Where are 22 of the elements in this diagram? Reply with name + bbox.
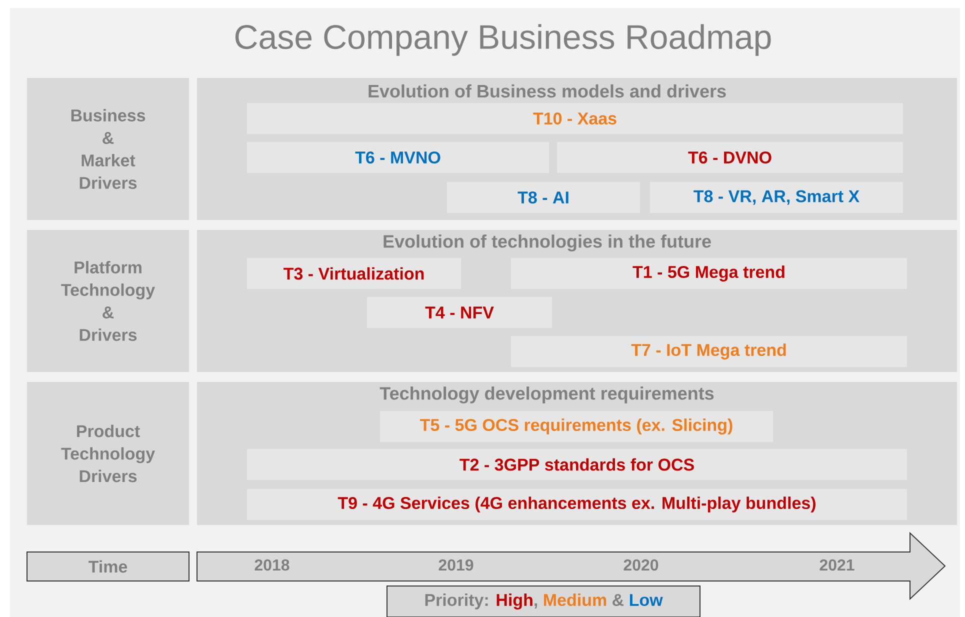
- topic-bar: T8 - AI: [447, 182, 640, 213]
- time-box: Time: [26, 551, 190, 582]
- topic-bar: T1 - 5G Mega trend: [511, 258, 907, 289]
- topic-bar: T2 - 3GPP standards for OCS: [247, 448, 907, 480]
- topic-bar: T3 - Virtualization: [247, 258, 461, 289]
- title: Case Company Business Roadmap: [235, 24, 771, 56]
- topic-bar: T10 - Xaas: [247, 103, 903, 134]
- year-label: 2019: [438, 559, 474, 571]
- priority-legend: Priority: High, Medium & Low: [386, 585, 700, 617]
- topic-bar: T9 - 4G Services (4G enhancements ex. Multi-play bundles): [247, 488, 907, 520]
- row-label-box: Business & Market Drivers: [27, 78, 189, 220]
- topic-bar: T4 - NFV: [367, 296, 552, 328]
- year-label: 2018: [254, 559, 290, 571]
- row-label-box: Product Technology Drivers: [27, 382, 189, 525]
- year-label: 2020: [624, 559, 658, 571]
- row-label-box: Platform Technology & Drivers: [27, 230, 189, 372]
- year-label: 2021: [820, 559, 854, 571]
- topic-bar: T5 - 5G OCS requirements (ex. Slicing): [380, 410, 773, 442]
- topic-bar: T7 - IoT Mega trend: [511, 336, 907, 367]
- topic-bar: T6 - MVNO: [247, 142, 549, 173]
- topic-bar: T8 - VR, AR, Smart X: [650, 182, 903, 213]
- topic-bar: T6 - DVNO: [557, 142, 903, 173]
